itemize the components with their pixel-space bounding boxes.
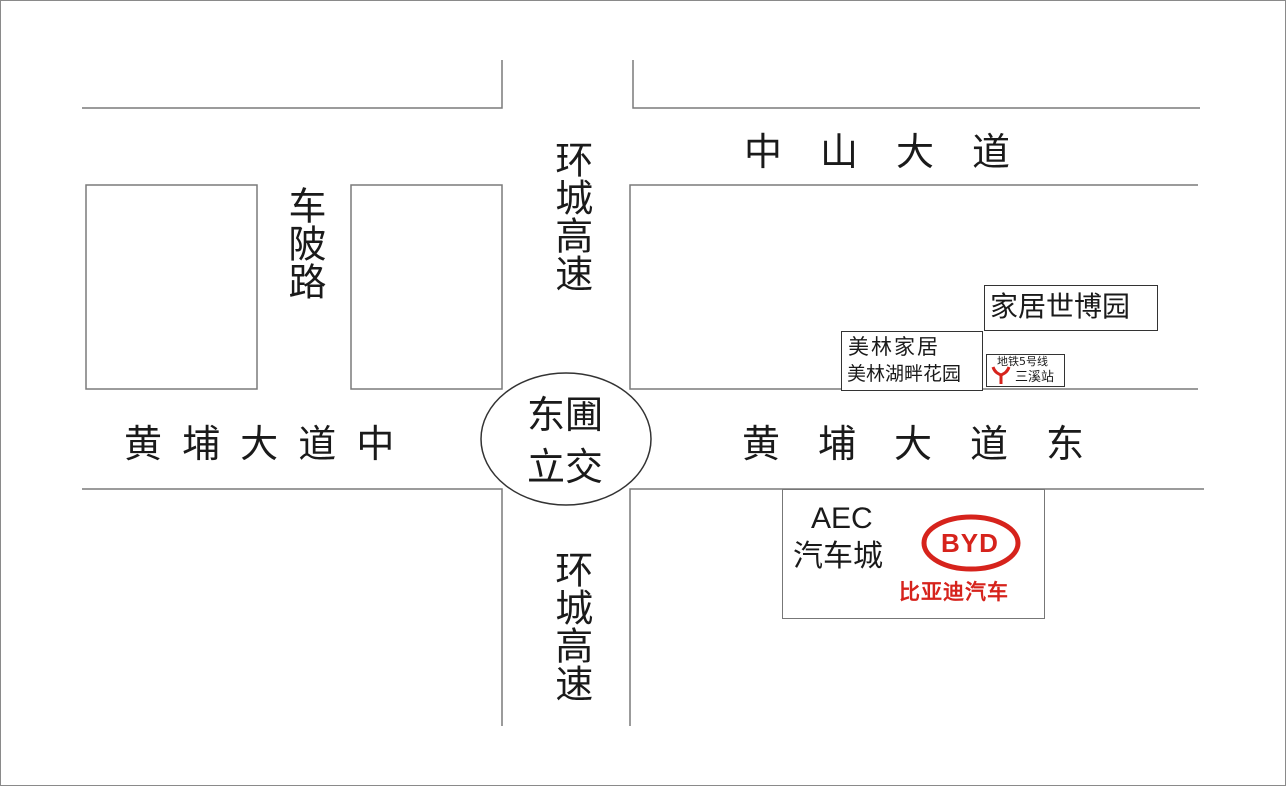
place-jiaju-box: 家居世博园	[984, 285, 1158, 331]
road-label-huangpu-east: 黄 埔 大 道 东	[742, 422, 1085, 466]
byd-logo-text: BYD	[941, 528, 999, 558]
place-aec-line2: 汽车城	[793, 539, 883, 574]
road-label-huancheng-top: 环城高速	[548, 140, 593, 292]
place-aec-line1: AEC	[811, 502, 873, 535]
place-jiaju-label: 家居世博园	[990, 290, 1131, 323]
road-label-huangpu-mid: 黄 埔 大 道 中	[124, 422, 395, 466]
metro-line-label: 地铁5号线	[997, 355, 1048, 368]
metro-station-label: 三溪站	[1015, 370, 1055, 385]
place-metro-box: 地铁5号线 三溪站	[986, 354, 1065, 387]
road-label-zhongshan: 中 山 大 道	[744, 130, 1011, 174]
interchange-circle	[480, 372, 652, 506]
place-meilin-box: 美林家居 美林湖畔花园	[841, 331, 983, 391]
block-top-left-edge	[82, 60, 503, 109]
place-aec-box: AEC 汽车城 BYD 比亚迪汽车	[782, 489, 1045, 619]
interchange-label-line2: 立交	[527, 445, 604, 489]
block-bottom-left	[82, 488, 503, 726]
byd-logo-icon	[921, 514, 1021, 572]
block-mid-left-a	[85, 184, 258, 390]
place-meilin-line2: 美林湖畔花园	[847, 363, 962, 385]
road-label-huancheng-bottom: 环城高速	[548, 550, 593, 702]
block-top-right-edge	[632, 60, 1200, 109]
interchange-label-line1: 东圃	[527, 393, 604, 437]
place-meilin-line1: 美林家居	[848, 335, 940, 359]
block-mid-left-b	[350, 184, 503, 390]
byd-slogan: 比亚迪汽车	[899, 580, 1009, 604]
road-label-chelinglu: 车陂路	[282, 186, 326, 300]
metro-icon	[991, 366, 1011, 384]
